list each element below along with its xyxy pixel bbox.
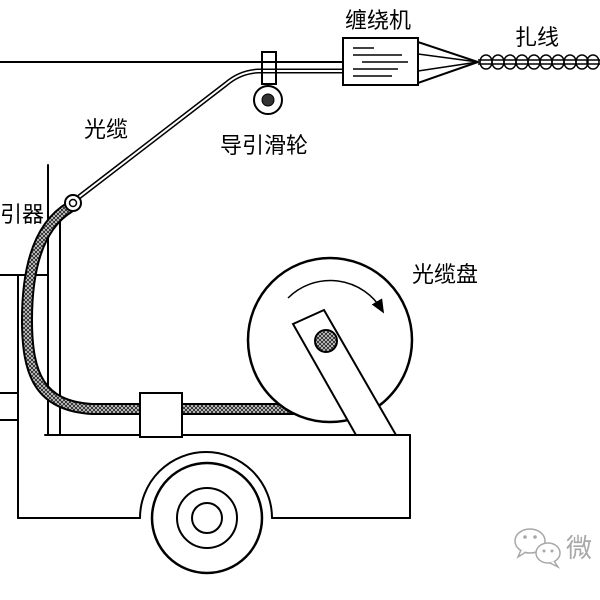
binding-wire-loop bbox=[539, 54, 553, 70]
binding-wire-loop bbox=[551, 54, 565, 70]
guide-pulley-icon bbox=[253, 51, 283, 115]
wechat-bubble-small-tail bbox=[549, 560, 561, 569]
wechat-eye bbox=[523, 535, 527, 539]
left-frame bbox=[0, 274, 48, 519]
wechat-eye bbox=[542, 549, 546, 553]
binding-wire-loop bbox=[515, 54, 529, 70]
wechat-icon bbox=[514, 528, 561, 569]
binding-wire-label: 扎线 bbox=[515, 26, 559, 51]
guide-eye-inner bbox=[68, 198, 78, 208]
cable-reel-hub bbox=[314, 329, 338, 353]
guide-tube bbox=[20, 201, 304, 415]
truck-body bbox=[17, 434, 411, 519]
guide-pulley-label: 导引滑轮 bbox=[220, 134, 308, 159]
winding-machine-icon bbox=[342, 37, 482, 86]
cable-reel-label: 光缆盘 bbox=[412, 263, 478, 288]
wechat-bubble-small bbox=[535, 542, 561, 564]
rotation-arrow-icon bbox=[287, 279, 385, 314]
binding-wire-loop bbox=[527, 54, 541, 70]
truck-wheel-hub bbox=[191, 502, 223, 534]
binding-wire bbox=[478, 54, 600, 70]
truck-wheel-icon bbox=[150, 461, 264, 575]
winding-machine-label: 缠绕机 bbox=[345, 9, 411, 34]
optical-cable-inner bbox=[78, 70, 343, 198]
optical-cable bbox=[77, 68, 343, 199]
wechat-eye bbox=[550, 549, 554, 553]
wechat-bubble-large-tail bbox=[516, 549, 527, 559]
binding-wire-loop bbox=[503, 54, 517, 70]
binding-wire-loop bbox=[479, 54, 493, 70]
binding-wire-loop bbox=[491, 54, 505, 70]
cable-reel-icon bbox=[246, 256, 414, 436]
binding-wire-loop bbox=[586, 54, 600, 70]
guide-label: 引器 bbox=[0, 203, 44, 228]
wechat-eye bbox=[533, 535, 537, 539]
binding-wire-loop bbox=[563, 54, 577, 70]
winding-machine-cone bbox=[417, 40, 482, 85]
watermark-text: 微 bbox=[566, 534, 592, 564]
binding-wire-loop bbox=[575, 54, 589, 70]
guide-pulley-bracket bbox=[261, 51, 277, 85]
guide-pulley-axle bbox=[261, 93, 275, 107]
wheel-arch bbox=[139, 451, 273, 519]
winding-machine-cone-line-1 bbox=[417, 53, 479, 63]
guide-eye-outer bbox=[64, 194, 82, 212]
guide-eye-icon bbox=[64, 194, 82, 212]
winding-machine-cone-line-2 bbox=[417, 61, 479, 72]
optical-cable-label: 光缆 bbox=[84, 118, 128, 143]
guide-tube-hatch bbox=[22, 203, 304, 413]
tube-clamp-box bbox=[139, 392, 183, 438]
